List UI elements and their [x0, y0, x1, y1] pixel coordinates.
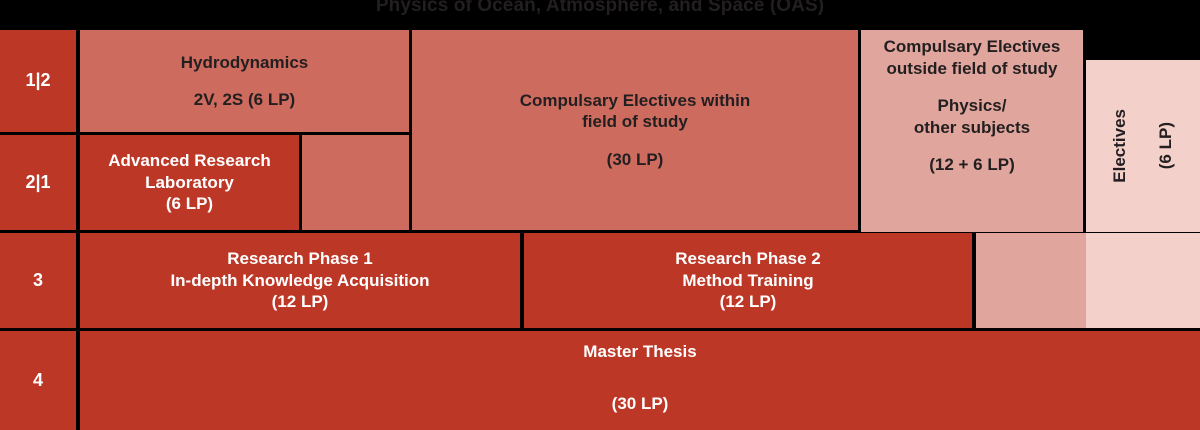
module-title-line2: field of study [582, 112, 688, 132]
electives-credits: (6 LP) [1156, 122, 1175, 170]
module-advanced-research-laboratory: Advanced Research Laboratory (6 LP) [80, 135, 299, 230]
electives-label: Electives [1110, 109, 1129, 183]
module-credits: 2V, 2S (6 LP) [193, 89, 296, 109]
semester-label-text: 4 [32, 369, 43, 390]
semester-label-4: 4 [0, 331, 76, 430]
module-title: Hydrodynamics [180, 52, 309, 72]
module-credits: (12 LP) [719, 292, 777, 312]
electives-column-backdrop [1086, 30, 1200, 60]
module-credits: (30 LP) [611, 394, 669, 414]
module-subject-line1: Physics/ [937, 95, 1007, 115]
filler-block-row3-electives [1086, 233, 1200, 328]
module-title-line2: outside field of study [886, 58, 1058, 78]
module-title: Master Thesis [583, 342, 697, 361]
module-title-line1: Compulsary Electives [883, 37, 1061, 56]
module-title-line1: Advanced Research [108, 150, 271, 170]
module-compulsary-electives-outside-field: Compulsary Electives outside field of st… [861, 30, 1083, 232]
module-hydrodynamics: Hydrodynamics 2V, 2S (6 LP) [80, 30, 409, 132]
module-credits: (30 LP) [606, 149, 664, 169]
module-electives-vertical: Electives (6 LP) [1086, 60, 1200, 232]
semester-label-text: 1|2 [25, 70, 51, 91]
module-subtitle: Method Training [682, 270, 814, 290]
module-credits: (6 LP) [165, 194, 214, 214]
filler-block-row2-left [302, 135, 409, 230]
module-subject-line2: other subjects [913, 117, 1031, 137]
module-master-thesis: Master Thesis (30 LP) [80, 331, 1200, 430]
semester-label-2: 2|1 [0, 135, 76, 230]
module-title: Research Phase 2 [675, 248, 821, 268]
page-title: Physics of Ocean, Atmosphere, and Space … [375, 0, 825, 16]
module-research-phase-2: Research Phase 2 Method Training (12 LP) [524, 233, 972, 328]
module-compulsary-electives-within-field: Compulsary Electives within field of stu… [412, 30, 858, 230]
module-subtitle: In-depth Knowledge Acquisition [170, 270, 430, 290]
module-credits: (12 LP) [271, 292, 329, 312]
semester-label-text: 3 [32, 269, 43, 290]
semester-label-3: 3 [0, 233, 76, 328]
module-title: Research Phase 1 [227, 248, 373, 268]
module-title-line2: Laboratory [145, 172, 234, 192]
module-credits: (12 + 6 LP) [929, 154, 1015, 174]
semester-label-1: 1|2 [0, 30, 76, 132]
module-title-line1: Compulsary Electives within [519, 90, 751, 110]
module-research-phase-1: Research Phase 1 In-depth Knowledge Acqu… [80, 233, 520, 328]
semester-label-text: 2|1 [25, 171, 51, 192]
